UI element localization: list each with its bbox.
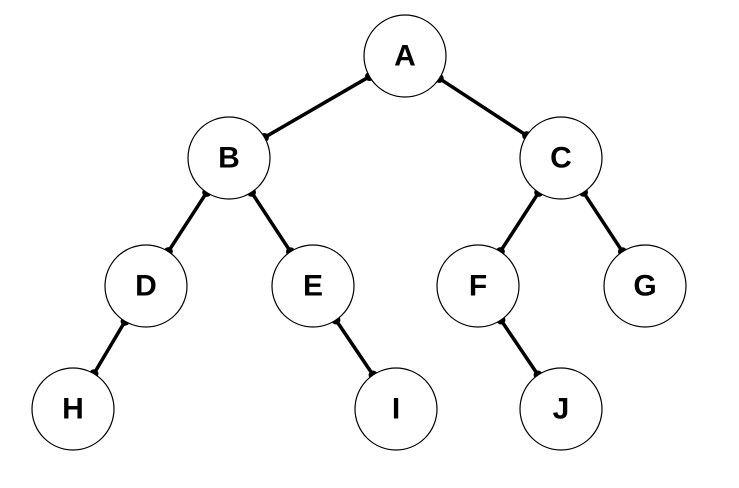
edge-F-J <box>496 315 543 380</box>
node-G: G <box>603 244 687 328</box>
node-label: A <box>394 40 416 73</box>
node-label: H <box>62 393 84 426</box>
node-E: E <box>271 244 355 328</box>
node-label: G <box>633 270 656 303</box>
node-label: J <box>553 393 570 426</box>
node-circle <box>603 244 687 328</box>
edge-C-G <box>578 187 628 257</box>
edge-line <box>166 190 209 254</box>
edge-line <box>249 190 293 254</box>
edge-B-E <box>246 187 296 257</box>
edge-line <box>498 190 541 254</box>
node-circle <box>519 116 603 200</box>
edge-A-B <box>259 72 375 142</box>
node-D: D <box>104 244 188 328</box>
node-I: I <box>354 367 438 451</box>
edge-C-F <box>495 187 544 257</box>
edge-line <box>437 76 529 138</box>
edge-line <box>499 318 540 377</box>
node-circle <box>519 367 603 451</box>
node-label: I <box>392 393 400 426</box>
node-label: F <box>469 270 487 303</box>
edge-B-D <box>163 187 212 257</box>
node-circle <box>363 14 447 98</box>
node-label: B <box>218 142 240 175</box>
node-label: C <box>550 142 572 175</box>
edge-line <box>334 318 375 377</box>
edge-E-I <box>331 315 378 380</box>
node-H: H <box>31 367 115 451</box>
tree-edges <box>89 72 628 380</box>
node-circle <box>104 244 188 328</box>
tree-nodes: A B C D E F G H I J <box>31 14 687 451</box>
node-F: F <box>436 244 520 328</box>
edge-line <box>262 74 372 140</box>
node-label: D <box>135 270 157 303</box>
edge-line <box>581 190 625 254</box>
node-C: C <box>519 116 603 200</box>
node-label: E <box>303 270 323 303</box>
node-A: A <box>363 14 447 98</box>
node-circle <box>354 367 438 451</box>
edge-A-C <box>434 73 532 141</box>
node-circle <box>187 116 271 200</box>
edge-line <box>92 319 127 376</box>
node-circle <box>436 244 520 328</box>
edge-D-H <box>89 316 130 379</box>
node-circle <box>271 244 355 328</box>
node-B: B <box>187 116 271 200</box>
node-J: J <box>519 367 603 451</box>
node-circle <box>31 367 115 451</box>
